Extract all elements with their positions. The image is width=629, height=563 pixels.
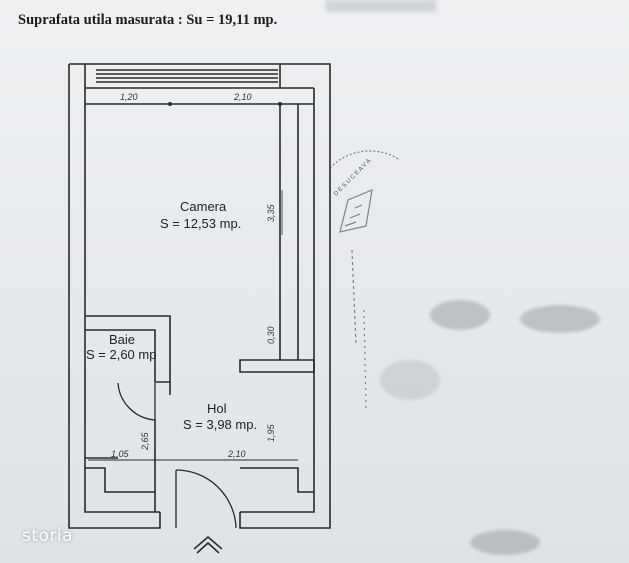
dim-bottom-left: 1,05 [111, 449, 130, 459]
room-baie-name: Baie [109, 332, 135, 347]
bath-door-arc [117, 382, 156, 421]
room-baie-area: S = 2,60 mp [86, 347, 156, 362]
inner-wall-left [84, 88, 160, 513]
room-camera-area: S = 12,53 mp. [160, 216, 241, 231]
bath-wall-top [85, 315, 171, 383]
doors [117, 382, 237, 529]
scan-speck [520, 305, 600, 333]
storia-logo: storia [22, 526, 74, 546]
outer-wall-left [68, 64, 161, 529]
room-hol-name: Hol [207, 401, 227, 416]
dim-wall-gap: 0,30 [266, 326, 276, 344]
dim-bath-height: 2,65 [140, 431, 150, 451]
hall-wall-bump [85, 467, 155, 493]
scan-speck [380, 360, 440, 400]
entry-door-arc [175, 469, 237, 529]
outer-wall-right [69, 63, 331, 529]
scan-speck [470, 530, 540, 555]
dim-hall-height: 1,95 [266, 423, 276, 442]
redaction-smudge [326, 0, 436, 12]
dim-dot [168, 102, 172, 106]
hall-wall-bump-right [240, 467, 314, 493]
room-hol-area: S = 3,98 mp. [183, 417, 257, 432]
partition-wall [239, 359, 315, 373]
dim-camera-height: 3,35 [266, 203, 276, 222]
dim-dot [278, 102, 282, 106]
dim-bottom-right: 2,10 [227, 449, 246, 459]
seal-stamp [329, 150, 401, 411]
room-camera-name: Camera [180, 199, 227, 214]
inner-wall-right [240, 88, 315, 513]
dim-top-left: 1,20 [120, 92, 138, 102]
surface-title: Suprafata utila masurata : Su = 19,11 mp… [18, 12, 278, 28]
scan-speck [430, 300, 490, 330]
dim-top-right: 2,10 [233, 92, 252, 102]
entrance-arrow-icon [193, 535, 223, 554]
plan-walls [68, 63, 331, 529]
seal-stamp-text: D E S U C E A V A [333, 158, 372, 197]
